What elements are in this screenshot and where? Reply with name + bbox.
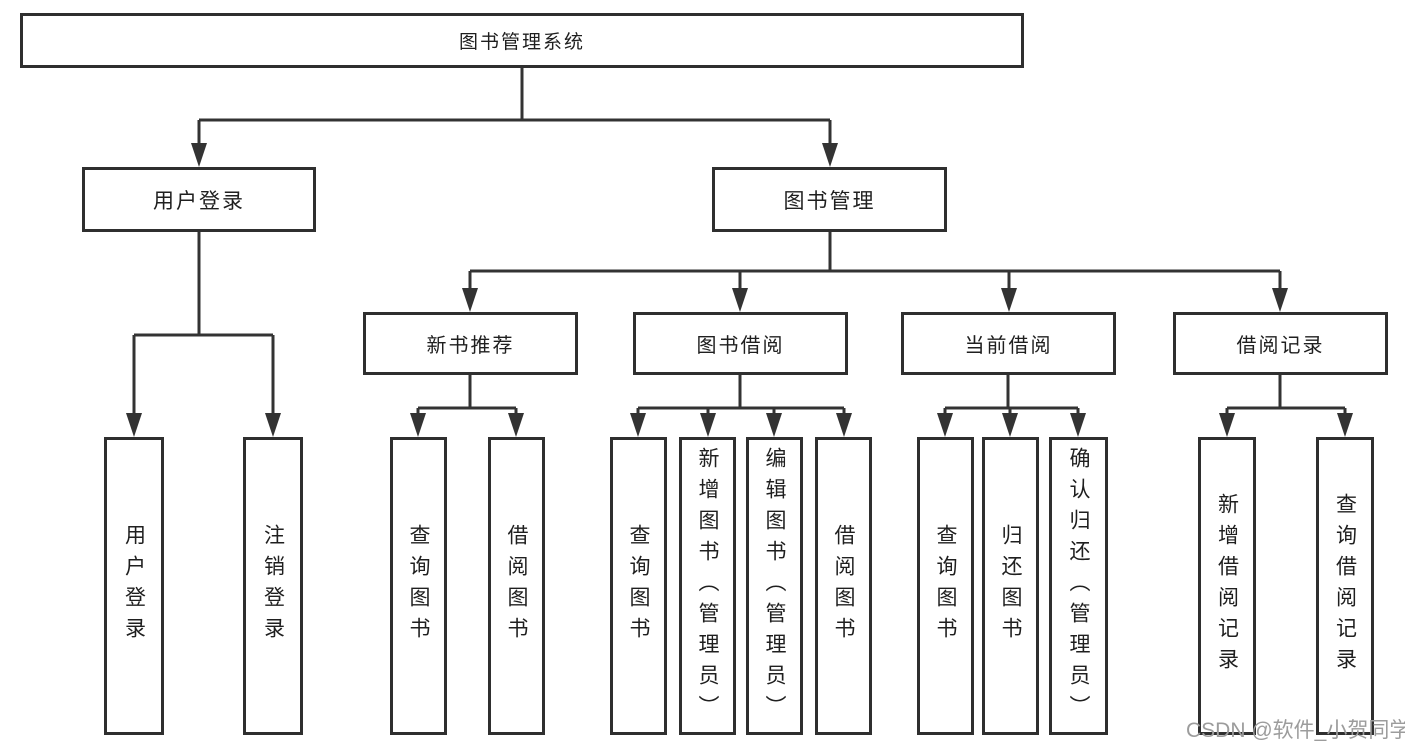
node-label: 编辑图书（管理员）: [763, 446, 786, 726]
tree-edges: [132, 68, 1347, 432]
arrow-down-icon: [508, 413, 524, 437]
arrow-down-icon: [937, 413, 953, 437]
node-label: 查询图书: [627, 524, 650, 648]
node-label: 查询图书: [407, 524, 430, 648]
arrow-down-icon: [126, 413, 142, 437]
leaf-add-book-admin: 新增图书（管理员）: [679, 437, 736, 735]
arrow-down-icon: [1002, 413, 1018, 437]
arrow-down-icon: [191, 143, 207, 167]
node-label: 查询图书: [934, 524, 957, 648]
node-label: 确认归还（管理员）: [1067, 446, 1090, 726]
leaf-confirm-return-admin: 确认归还（管理员）: [1049, 437, 1108, 735]
arrow-down-icon: [462, 288, 478, 312]
arrow-down-icon: [1001, 288, 1017, 312]
leaf-user-login: 用户登录: [104, 437, 164, 735]
node-label: 当前借阅: [964, 335, 1053, 357]
node-label: 图书借阅: [696, 335, 785, 357]
leaf-logout: 注销登录: [243, 437, 303, 735]
arrow-down-icon: [265, 413, 281, 437]
leaf-borrow-books: 借阅图书: [815, 437, 872, 735]
leaf-edit-book-admin: 编辑图书（管理员）: [746, 437, 803, 735]
arrow-down-icon: [700, 413, 716, 437]
leaf-query-books-current: 查询图书: [917, 437, 974, 735]
arrow-down-icon: [822, 143, 838, 167]
arrow-down-icon: [1272, 288, 1288, 312]
node-user-login: 用户登录: [82, 167, 316, 232]
node-current-borrow: 当前借阅: [901, 312, 1116, 375]
arrow-down-icon: [1337, 413, 1353, 437]
node-label: 新书推荐: [426, 335, 515, 357]
node-label: 注销登录: [261, 524, 285, 648]
node-label: 新增借阅记录: [1215, 493, 1239, 679]
csdn-watermark: CSDN @软件_小贺同学: [1186, 719, 1405, 742]
leaf-query-borrow-record: 查询借阅记录: [1316, 437, 1374, 735]
arrow-down-icon: [732, 288, 748, 312]
node-label: 图书管理: [783, 189, 876, 213]
node-label: 借阅图书: [505, 524, 528, 648]
arrow-down-icon: [1070, 413, 1086, 437]
node-book-borrow: 图书借阅: [633, 312, 848, 375]
node-new-book-recommend: 新书推荐: [363, 312, 578, 375]
node-label: 图书管理系统: [458, 32, 585, 53]
arrow-down-icon: [1219, 413, 1235, 437]
arrow-down-icon: [630, 413, 646, 437]
leaf-return-books: 归还图书: [982, 437, 1039, 735]
node-label: 用户登录: [122, 524, 146, 648]
leaf-query-books-borrow: 查询图书: [610, 437, 667, 735]
node-library-management-system: 图书管理系统: [20, 13, 1024, 68]
arrow-down-icon: [836, 413, 852, 437]
node-label: 用户登录: [153, 189, 245, 213]
node-label: 借阅图书: [832, 524, 855, 648]
leaf-borrow-books-recommend: 借阅图书: [488, 437, 545, 735]
leaf-add-borrow-record: 新增借阅记录: [1198, 437, 1256, 735]
node-label: 查询借阅记录: [1333, 493, 1357, 679]
arrowhead-icons: [126, 143, 1353, 437]
node-book-management: 图书管理: [712, 167, 947, 232]
leaf-query-books-recommend: 查询图书: [390, 437, 447, 735]
node-label: 归还图书: [999, 524, 1022, 648]
arrow-down-icon: [766, 413, 782, 437]
arrow-down-icon: [410, 413, 426, 437]
node-label: 借阅记录: [1236, 335, 1325, 357]
node-borrow-records: 借阅记录: [1173, 312, 1388, 375]
node-label: 新增图书（管理员）: [696, 446, 719, 726]
